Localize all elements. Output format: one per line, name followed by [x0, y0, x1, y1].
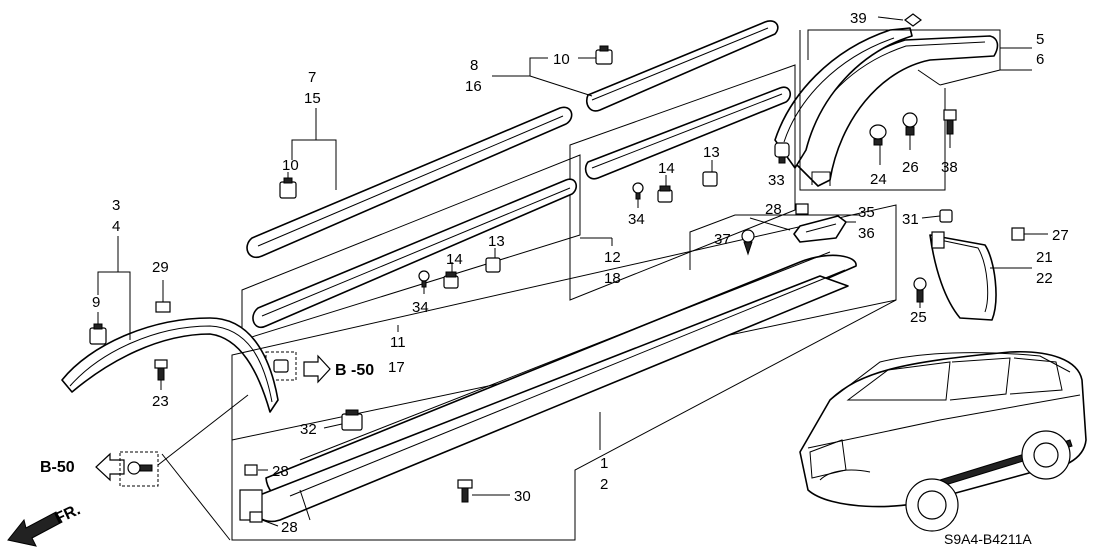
callout-10-top: 10 [553, 51, 570, 68]
screw-34-right [632, 182, 644, 200]
rear-door-upper-molding [584, 86, 792, 180]
arrow-right-icon [303, 354, 331, 384]
callout-11: 11 [390, 334, 406, 351]
screw-23 [154, 359, 168, 381]
ref-b50-center: B -50 [335, 362, 374, 379]
clip-28-bracket [795, 203, 809, 215]
callout-18: 18 [604, 270, 621, 287]
callout-16: 16 [465, 78, 482, 95]
clip-28-lower [249, 511, 263, 523]
callout-23: 23 [152, 393, 169, 410]
callout-13-right: 13 [703, 144, 720, 161]
callout-22: 22 [1036, 270, 1053, 287]
callout-28-lower: 28 [281, 519, 298, 536]
callout-36: 36 [858, 225, 875, 242]
clip-37 [741, 229, 755, 256]
clip-28-upper [244, 464, 258, 476]
clip-14-right [657, 185, 673, 203]
callout-39: 39 [850, 10, 867, 27]
callout-29: 29 [152, 259, 169, 276]
callout-3: 3 [112, 197, 120, 214]
callout-13-left: 13 [488, 233, 505, 250]
callout-38: 38 [941, 159, 958, 176]
callout-5: 5 [1036, 31, 1044, 48]
callout-7: 7 [308, 69, 316, 86]
callout-10-left: 10 [282, 157, 299, 174]
callout-33: 33 [768, 172, 785, 189]
clip-13-left [485, 257, 501, 273]
callout-1: 1 [600, 455, 608, 472]
clip-32 [341, 409, 363, 431]
clip-10-top [595, 45, 613, 65]
clip-29 [155, 301, 171, 313]
vehicle-illustration [799, 350, 1087, 532]
ref-screw-left [119, 451, 159, 487]
clip-10-left [279, 177, 297, 199]
screw-34-left [418, 270, 430, 288]
callout-34-right: 34 [628, 211, 645, 228]
callout-9: 9 [92, 294, 100, 311]
callout-24: 24 [870, 171, 887, 188]
callout-2: 2 [600, 476, 608, 493]
side-sill-garnish [239, 251, 857, 523]
clip-26 [902, 112, 918, 136]
callout-28-bracket: 28 [765, 201, 782, 218]
front-label: FR. [53, 501, 84, 527]
callout-8: 8 [470, 57, 478, 74]
callout-14-right: 14 [658, 160, 675, 177]
callout-15: 15 [304, 90, 321, 107]
clip-39 [904, 13, 922, 27]
clip-27 [1011, 227, 1025, 241]
clip-33 [774, 142, 790, 164]
clip-24 [869, 124, 887, 146]
diagram-code: S9A4-B4211A [944, 531, 1032, 547]
front-door-upper-molding [585, 20, 779, 112]
callout-32: 32 [300, 421, 317, 438]
callout-35: 35 [858, 204, 875, 221]
callout-28-upper: 28 [272, 463, 289, 480]
callout-4: 4 [112, 218, 120, 235]
front-direction-arrow: FR. [7, 501, 84, 547]
sill-bracket [793, 215, 847, 243]
screw-38 [943, 109, 957, 135]
screw-25 [913, 277, 927, 303]
clip-13-right [702, 171, 718, 187]
front-fender-flare [61, 317, 279, 413]
front-door-lower-molding [252, 178, 578, 329]
front-door-molding [246, 106, 573, 259]
callout-17: 17 [388, 359, 405, 376]
callout-12: 12 [604, 249, 621, 266]
screw-30 [457, 479, 473, 503]
clip-14-left [443, 271, 459, 289]
callout-14-left: 14 [446, 251, 463, 268]
callout-26: 26 [902, 159, 919, 176]
callout-37: 37 [714, 231, 731, 248]
clip-31 [939, 209, 953, 223]
callout-6: 6 [1036, 51, 1044, 68]
rear-fender-flare [774, 27, 999, 187]
callout-27: 27 [1052, 227, 1069, 244]
mudguard [929, 231, 997, 321]
callout-25: 25 [910, 309, 927, 326]
callout-31: 31 [902, 211, 919, 228]
arrow-left-icon [95, 452, 125, 482]
callout-21: 21 [1036, 249, 1053, 266]
ref-b50-left: B-50 [40, 459, 75, 476]
clip-9 [89, 323, 107, 345]
callout-30: 30 [514, 488, 531, 505]
